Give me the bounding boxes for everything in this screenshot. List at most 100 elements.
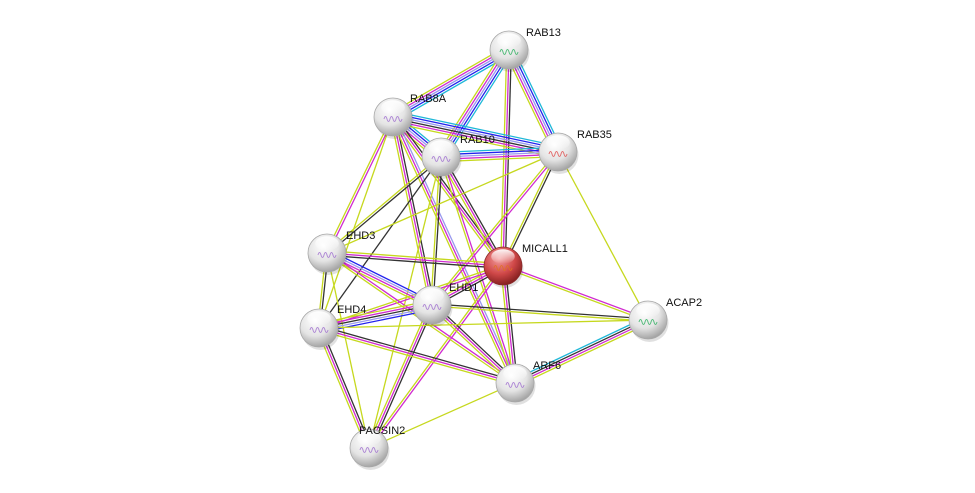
edge-line-textmining [390, 117, 514, 385]
edge-micall1-pacsin2[interactable] [367, 264, 505, 450]
edge-line-textmining [430, 156, 441, 305]
edge-ehd1-pacsin2[interactable] [366, 303, 435, 450]
node-ehd4[interactable]: EHD4 [299, 304, 366, 350]
node-rab10[interactable]: RAB10 [421, 134, 495, 179]
edge-rab10-ehd1[interactable] [430, 156, 443, 306]
edge-line-experiments [392, 116, 516, 384]
node-rab8a[interactable]: RAB8A [373, 93, 447, 139]
edge-rab10-micall1[interactable] [438, 155, 506, 268]
node-label: RAB13 [526, 27, 561, 39]
edge-rab10-arf6[interactable] [439, 156, 517, 384]
edge-rab35-micall1[interactable] [501, 151, 560, 267]
edge-line-coexpression [432, 303, 649, 320]
edge-arf6-pacsin2[interactable] [368, 382, 516, 449]
edge-line-textmining [500, 266, 514, 384]
edge-line-textmining [441, 155, 559, 163]
edge-line-coexpression [394, 116, 435, 305]
edge-line-textmining [318, 329, 515, 386]
node-highlight [546, 135, 570, 150]
protein-structure-icon [638, 319, 658, 325]
edge-line-textmining [367, 264, 503, 448]
edge-line-textmining [430, 150, 558, 305]
edge-rab10-rab35[interactable] [440, 146, 559, 163]
edge-rab13-rab10[interactable] [436, 47, 514, 160]
edge-line-textmining [318, 116, 394, 329]
edge-rab10-ehd4[interactable] [318, 156, 442, 329]
edge-line-experiments [441, 153, 559, 160]
edge-line-cooccurrence [328, 249, 434, 303]
edge-line-databases [512, 47, 563, 151]
edge-line-textmining [390, 45, 508, 114]
edge-line-textmining [325, 155, 441, 253]
node-ehd1[interactable]: EHD1 [412, 282, 478, 327]
node-label: ARF6 [533, 360, 561, 372]
edge-micall1-ehd3[interactable] [326, 250, 504, 269]
edge-line-textmining [391, 121, 557, 159]
edge-line-coexpression [318, 156, 442, 329]
edge-line-databases [440, 146, 558, 154]
edge-line-experiments [502, 49, 510, 267]
node-rab13[interactable]: RAB13 [489, 27, 561, 72]
edge-rab35-acap2[interactable] [557, 151, 649, 321]
node-highlight [497, 33, 521, 48]
node-label: RAB8A [410, 93, 447, 105]
edge-micall1-arf6[interactable] [500, 265, 518, 384]
edge-line-cooccurrence [442, 50, 512, 159]
node-arf6[interactable]: ARF6 [495, 360, 561, 405]
edge-ehd1-acap2[interactable] [431, 303, 649, 322]
protein-structure-icon [505, 382, 525, 388]
edge-rab8a-ehd1[interactable] [390, 116, 435, 306]
edge-micall1-acap2[interactable] [502, 264, 649, 322]
edge-rab13-rab8a[interactable] [390, 45, 512, 122]
edge-ehd3-pacsin2[interactable] [326, 252, 370, 449]
protein-structure-icon [431, 156, 451, 162]
node-label: EHD4 [337, 304, 366, 316]
edge-line-textmining [368, 382, 516, 449]
edge-line-experiments [440, 156, 504, 267]
protein-structure-icon [422, 304, 442, 310]
node-highlight [491, 249, 515, 264]
edge-ehd4-pacsin2[interactable] [316, 326, 372, 450]
edge-line-experiments [326, 252, 504, 267]
edge-line-homology [392, 49, 510, 118]
edge-arf6-acap2[interactable] [513, 316, 650, 387]
edge-line-textmining [516, 322, 650, 387]
edge-rab8a-ehd3[interactable] [325, 116, 395, 254]
edge-line-homology [394, 115, 518, 383]
node-highlight [307, 311, 331, 326]
edge-rab8a-ehd4[interactable] [318, 116, 394, 329]
edge-rab13-micall1[interactable] [500, 49, 512, 267]
protein-structure-icon [309, 327, 329, 333]
edges-layer [316, 45, 650, 450]
edge-ehd4-acap2[interactable] [318, 319, 649, 329]
edge-line-experiments [327, 117, 395, 254]
edge-line-databases [394, 110, 560, 148]
edge-rab8a-rab35[interactable] [391, 110, 560, 159]
edge-line-coexpression [320, 326, 372, 448]
node-micall1[interactable]: MICALL1 [483, 243, 568, 288]
node-rab35[interactable]: RAB35 [538, 129, 612, 174]
edge-line-textmining [390, 117, 502, 268]
edge-ehd4-arf6[interactable] [318, 325, 516, 386]
edge-line-textmining [439, 157, 515, 384]
node-ehd3[interactable]: EHD3 [307, 230, 375, 275]
edge-line-experiments [441, 156, 517, 383]
edge-rab35-ehd3[interactable] [326, 151, 559, 254]
edge-rab35-ehd1[interactable] [430, 150, 560, 307]
node-acap2[interactable]: ACAP2 [628, 297, 702, 342]
edge-line-cooccurrence [393, 112, 559, 150]
node-highlight [636, 303, 660, 318]
edge-line-experiments [391, 47, 509, 116]
node-pacsin2[interactable]: PACSIN2 [349, 425, 405, 470]
edge-rab8a-arf6[interactable] [390, 115, 518, 385]
edge-line-cooccurrence [440, 149, 558, 156]
edge-line-coexpression [432, 157, 443, 306]
node-label: EHD3 [346, 230, 375, 242]
edge-line-experiments [318, 327, 516, 384]
edge-rab10-pacsin2[interactable] [368, 156, 442, 449]
node-label: EHD1 [449, 282, 478, 294]
edge-rab10-ehd3[interactable] [325, 155, 443, 255]
edge-line-textmining [318, 319, 649, 329]
